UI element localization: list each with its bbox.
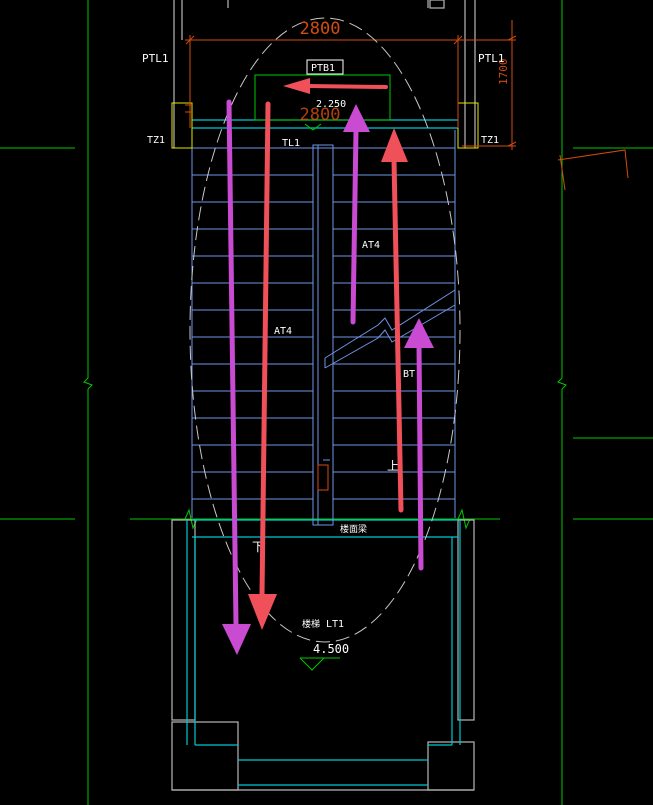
magenta-arrow-up-right-head (404, 318, 434, 348)
range-circle (189, 17, 461, 643)
magenta-arrow-up-left (350, 127, 359, 325)
magenta-arrow-up-right (416, 342, 424, 571)
label-tz1-left: TZ1 (147, 135, 165, 146)
dim-top: 2800 (300, 19, 341, 39)
label-ptl1-left: PTL1 (142, 52, 169, 65)
label-lt1: LT1 (326, 619, 344, 630)
magenta-arrow-down-head (222, 624, 251, 655)
label-up: 上 (387, 459, 399, 473)
red-arrow-up-head (381, 128, 408, 162)
label-landing-level: 2.250 (316, 99, 346, 110)
landing-box (254, 74, 391, 121)
level-marker (299, 123, 340, 671)
red-arrow-left (306, 84, 388, 89)
magenta-arrow-down (226, 99, 239, 628)
dim-top-inner: 2800 (300, 105, 341, 125)
stair-treads (191, 130, 456, 526)
red-arrow-down-head (248, 594, 277, 630)
label-bt: BT (403, 369, 415, 380)
label-mid-text: 楼面梁 (340, 523, 367, 535)
magenta-arrow-up-left-head (343, 104, 370, 132)
label-bottom-text: 楼梯 (302, 618, 320, 630)
red-arrow-up (391, 157, 404, 513)
label-at4-left: AT4 (274, 326, 292, 337)
annotation-arrows (222, 78, 434, 655)
walls (171, 0, 476, 791)
label-tl1: TL1 (282, 138, 300, 149)
label-at4-right: AT4 (362, 240, 380, 251)
label-tz1-right: TZ1 (481, 135, 499, 146)
red-arrow-down (259, 101, 271, 599)
dim-right: 1700 (497, 59, 510, 86)
red-arrow-left-head (283, 78, 310, 94)
label-bottom-level: 4.500 (313, 642, 349, 656)
dimension-lines (185, 20, 629, 191)
ptb-box (306, 59, 344, 75)
label-ptl1-right: PTL1 (478, 52, 505, 65)
label-ptb1: PTB1 (311, 63, 335, 74)
